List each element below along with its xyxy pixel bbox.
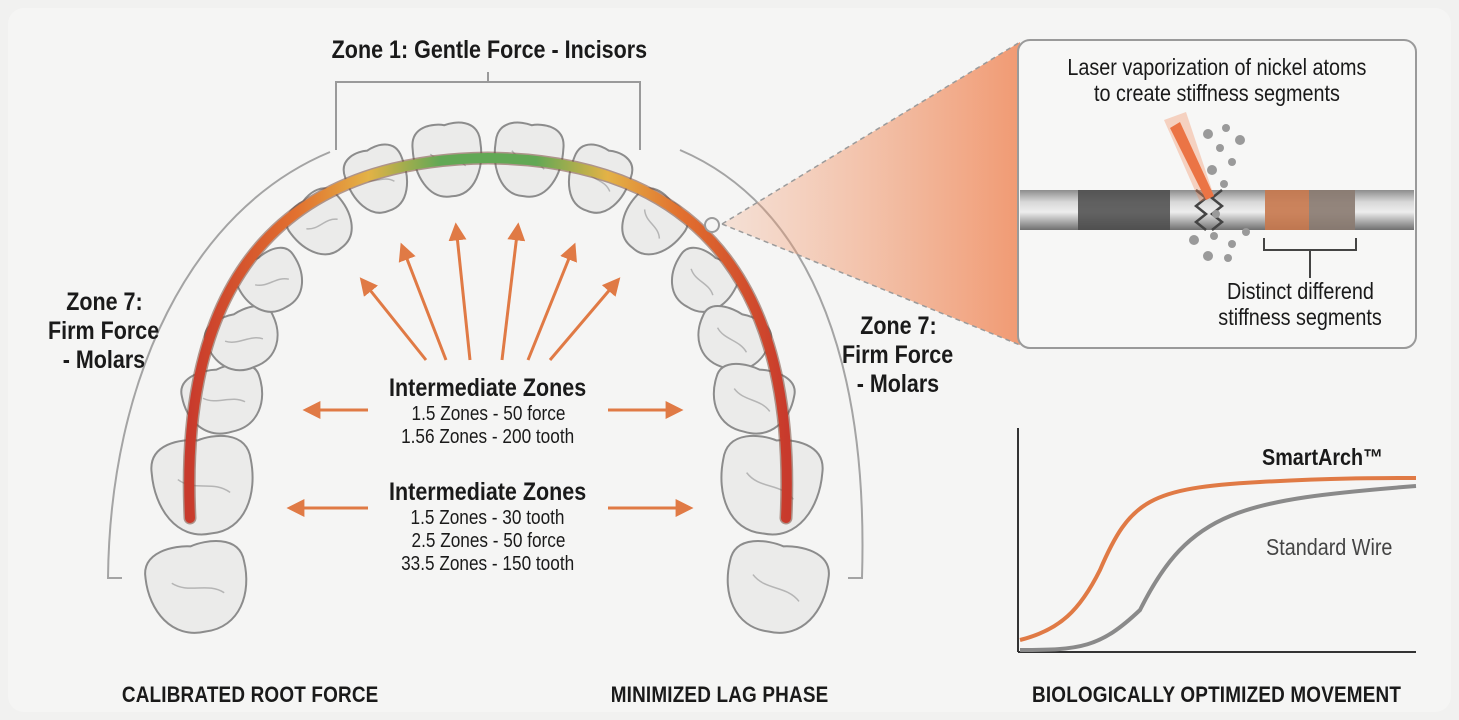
bottom-label-middle: MINIMIZED LAG PHASE bbox=[611, 682, 829, 707]
tooth bbox=[670, 246, 739, 313]
force-arrow bbox=[448, 222, 472, 361]
bottom-label-right: BIOLOGICALLY OPTIMIZED MOVEMENT bbox=[1032, 682, 1402, 707]
wire-segment bbox=[1020, 189, 1414, 231]
force-arrow bbox=[359, 277, 428, 361]
bottom-label-left: CALIBRATED ROOT FORCE bbox=[121, 682, 379, 707]
series-line-smartarch bbox=[1019, 476, 1417, 642]
tooth bbox=[144, 540, 248, 634]
zoom-origin-marker bbox=[704, 217, 720, 233]
zone-right-bracket bbox=[679, 149, 864, 579]
zoom-line-top bbox=[721, 41, 1021, 225]
force-arrow bbox=[398, 242, 448, 361]
force-arrows bbox=[286, 222, 694, 517]
laser-caption: Laser vaporization of nickel atoms to cr… bbox=[1067, 54, 1367, 107]
laser-beam bbox=[1170, 122, 1214, 200]
legend-standard-wire: Standard Wire bbox=[1266, 534, 1393, 560]
segment-bracket bbox=[1263, 238, 1357, 278]
zone-top-label: Zone 1: Gentle Force - Incisors bbox=[331, 36, 647, 64]
tooth bbox=[726, 540, 830, 634]
zone-left-label: Zone 7: Firm Force - Molars bbox=[48, 288, 160, 374]
laser-glow bbox=[1164, 112, 1214, 202]
segments-caption: Distinct differend stiffness segments bbox=[1218, 278, 1382, 331]
force-chart bbox=[1017, 428, 1417, 653]
force-arrow bbox=[548, 277, 621, 361]
intermediate-zones-upper: Intermediate Zones 1.5 Zones - 50 force … bbox=[389, 374, 587, 448]
archwire bbox=[184, 152, 792, 523]
series-line-standard-wire bbox=[1019, 484, 1417, 652]
intermediate-zones-lower: Intermediate Zones 1.5 Zones - 30 tooth … bbox=[389, 478, 587, 575]
zone-left-bracket bbox=[106, 151, 331, 579]
legend-smartarch: SmartArch™ bbox=[1262, 444, 1383, 470]
force-arrow bbox=[500, 222, 526, 361]
nickel-atoms bbox=[1189, 124, 1250, 262]
zoom-beam bbox=[722, 42, 1020, 345]
zone-right-label: Zone 7: Firm Force - Molars bbox=[842, 312, 954, 398]
force-arrow bbox=[526, 242, 577, 361]
zone-top-bracket bbox=[335, 72, 641, 150]
